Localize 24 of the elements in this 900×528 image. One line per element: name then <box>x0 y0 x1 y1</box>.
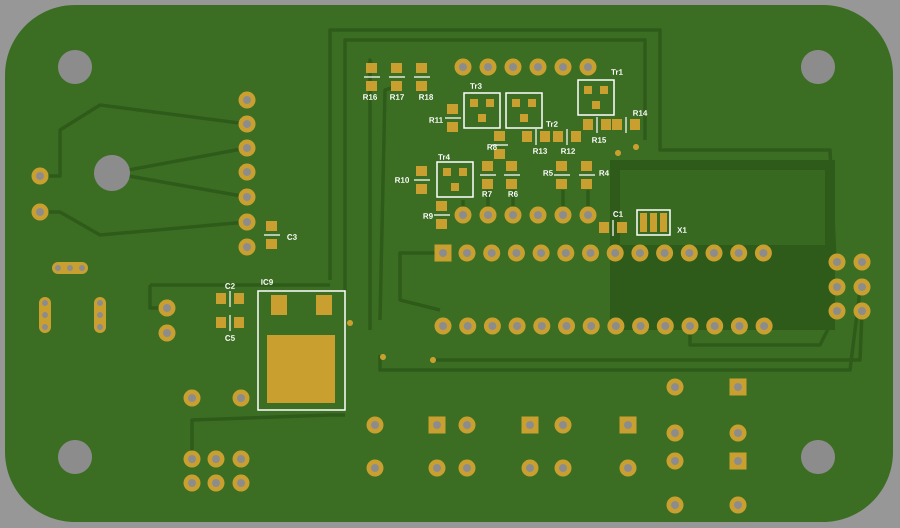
part-label: R10 <box>395 177 410 183</box>
part-label: R5 <box>543 170 553 176</box>
part-label: IC9 <box>261 279 273 285</box>
part-label: Tr2 <box>546 121 558 127</box>
part-label: R9 <box>423 213 433 219</box>
part-label: R4 <box>599 170 610 176</box>
part-label: C1 <box>613 211 623 217</box>
part-label: X1 <box>677 227 687 233</box>
part-label: R7 <box>482 191 492 197</box>
part-label: R15 <box>592 137 606 143</box>
part-label: R17 <box>390 94 404 100</box>
part-label: Tr1 <box>611 69 623 75</box>
part-label: Tr4 <box>438 154 450 160</box>
part-label: C3 <box>287 234 297 240</box>
part-label: Tr3 <box>470 83 482 89</box>
part-label: C2 <box>225 283 235 289</box>
part-label: R12 <box>561 148 576 154</box>
part-label: R14 <box>633 110 648 116</box>
part-label: R18 <box>419 94 434 100</box>
part-label: R11 <box>429 117 443 123</box>
part-label: R13 <box>533 148 548 154</box>
part-label: R16 <box>363 94 378 100</box>
part-label: R6 <box>508 191 518 197</box>
part-label: C5 <box>225 335 235 341</box>
